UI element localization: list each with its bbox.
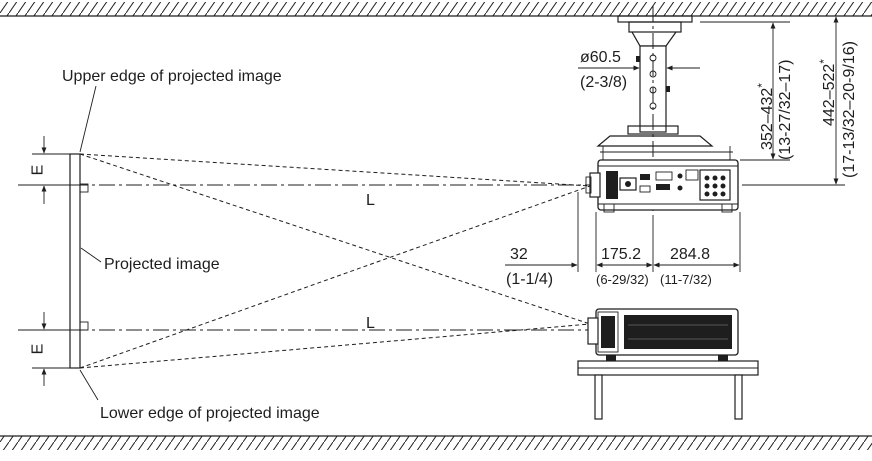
distance-label-bottom: L	[366, 315, 375, 332]
mount-to-rear-value: 284.8	[670, 246, 710, 263]
projected-image-label: Projected image	[104, 256, 220, 273]
offset-dimension-bottom	[32, 312, 72, 386]
pipe-diameter-inches: (2-3/8)	[580, 74, 627, 91]
ceiling-mount	[596, 6, 733, 215]
projection-screen	[69, 153, 89, 369]
projection-rays	[79, 153, 591, 369]
offset-label-bottom: E	[30, 344, 47, 355]
table	[577, 360, 759, 420]
front-to-mount-value: 175.2	[601, 246, 641, 263]
offset-label-top: E	[30, 165, 47, 176]
ceiling	[0, 2, 872, 17]
hang-long-inches: (17-13/32–20-9/16)	[841, 41, 858, 178]
pipe-diameter-value: ø60.5	[580, 49, 621, 66]
hang-long-value: 442–522*	[817, 59, 838, 126]
floor	[0, 435, 872, 450]
lens-offset-value: 32	[510, 246, 528, 263]
projector-ceiling	[585, 159, 739, 213]
callout-leaders	[79, 85, 102, 401]
front-to-mount-inches: (6-29/32)	[596, 272, 649, 287]
upper-edge-label: Upper edge of projected image	[62, 68, 282, 85]
hang-short-inches: (13-27/32–17)	[777, 59, 794, 160]
distance-label-top: L	[366, 192, 375, 209]
lens-offset-inches: (1-1/4)	[506, 271, 553, 288]
projector-depth-dimensions	[505, 192, 741, 272]
hang-short-value: 352–432*	[755, 83, 776, 150]
projector-table	[587, 308, 739, 361]
hang-height-dimensions	[700, 16, 845, 186]
mount-to-rear-inches: (11-7/32)	[660, 272, 712, 287]
lower-edge-label: Lower edge of projected image	[100, 405, 320, 422]
offset-dimension-top	[32, 136, 72, 204]
